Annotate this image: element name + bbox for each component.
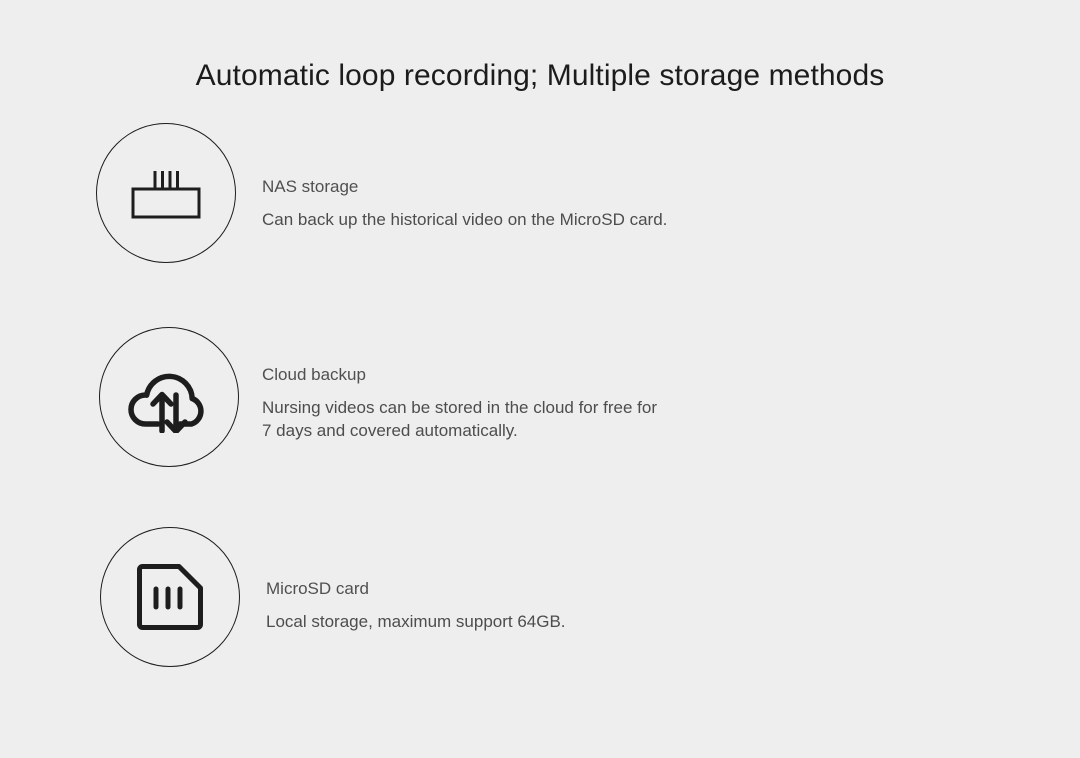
feature-description: Local storage, maximum support 64GB. xyxy=(266,612,566,631)
cloud-backup-text-block: Cloud backup Nursing videos can be store… xyxy=(262,363,657,442)
feature-heading: NAS storage xyxy=(262,177,359,196)
feature-heading: MicroSD card xyxy=(266,579,369,598)
nas-storage-icon-circle xyxy=(96,123,236,263)
microsd-card-text-block: MicroSD card Local storage, maximum supp… xyxy=(266,577,566,633)
feature-description: Can back up the historical video on the … xyxy=(262,210,668,229)
page-title: Automatic loop recording; Multiple stora… xyxy=(195,59,885,93)
nas-server-icon xyxy=(131,171,201,219)
feature-heading: Cloud backup xyxy=(262,365,366,384)
nas-storage-text-block: NAS storage Can back up the historical v… xyxy=(262,175,667,231)
feature-description: Nursing videos can be stored in the clou… xyxy=(262,398,657,440)
microsd-card-icon xyxy=(137,564,203,630)
cloud-backup-icon-circle xyxy=(99,327,239,467)
cloud-sync-icon xyxy=(128,373,204,433)
feature-row: MicroSD card Local storage, maximum supp… xyxy=(0,527,1080,669)
microsd-card-icon-circle xyxy=(100,527,240,667)
feature-row: Cloud backup Nursing videos can be store… xyxy=(0,327,1080,469)
feature-row: NAS storage Can back up the historical v… xyxy=(0,123,1080,265)
